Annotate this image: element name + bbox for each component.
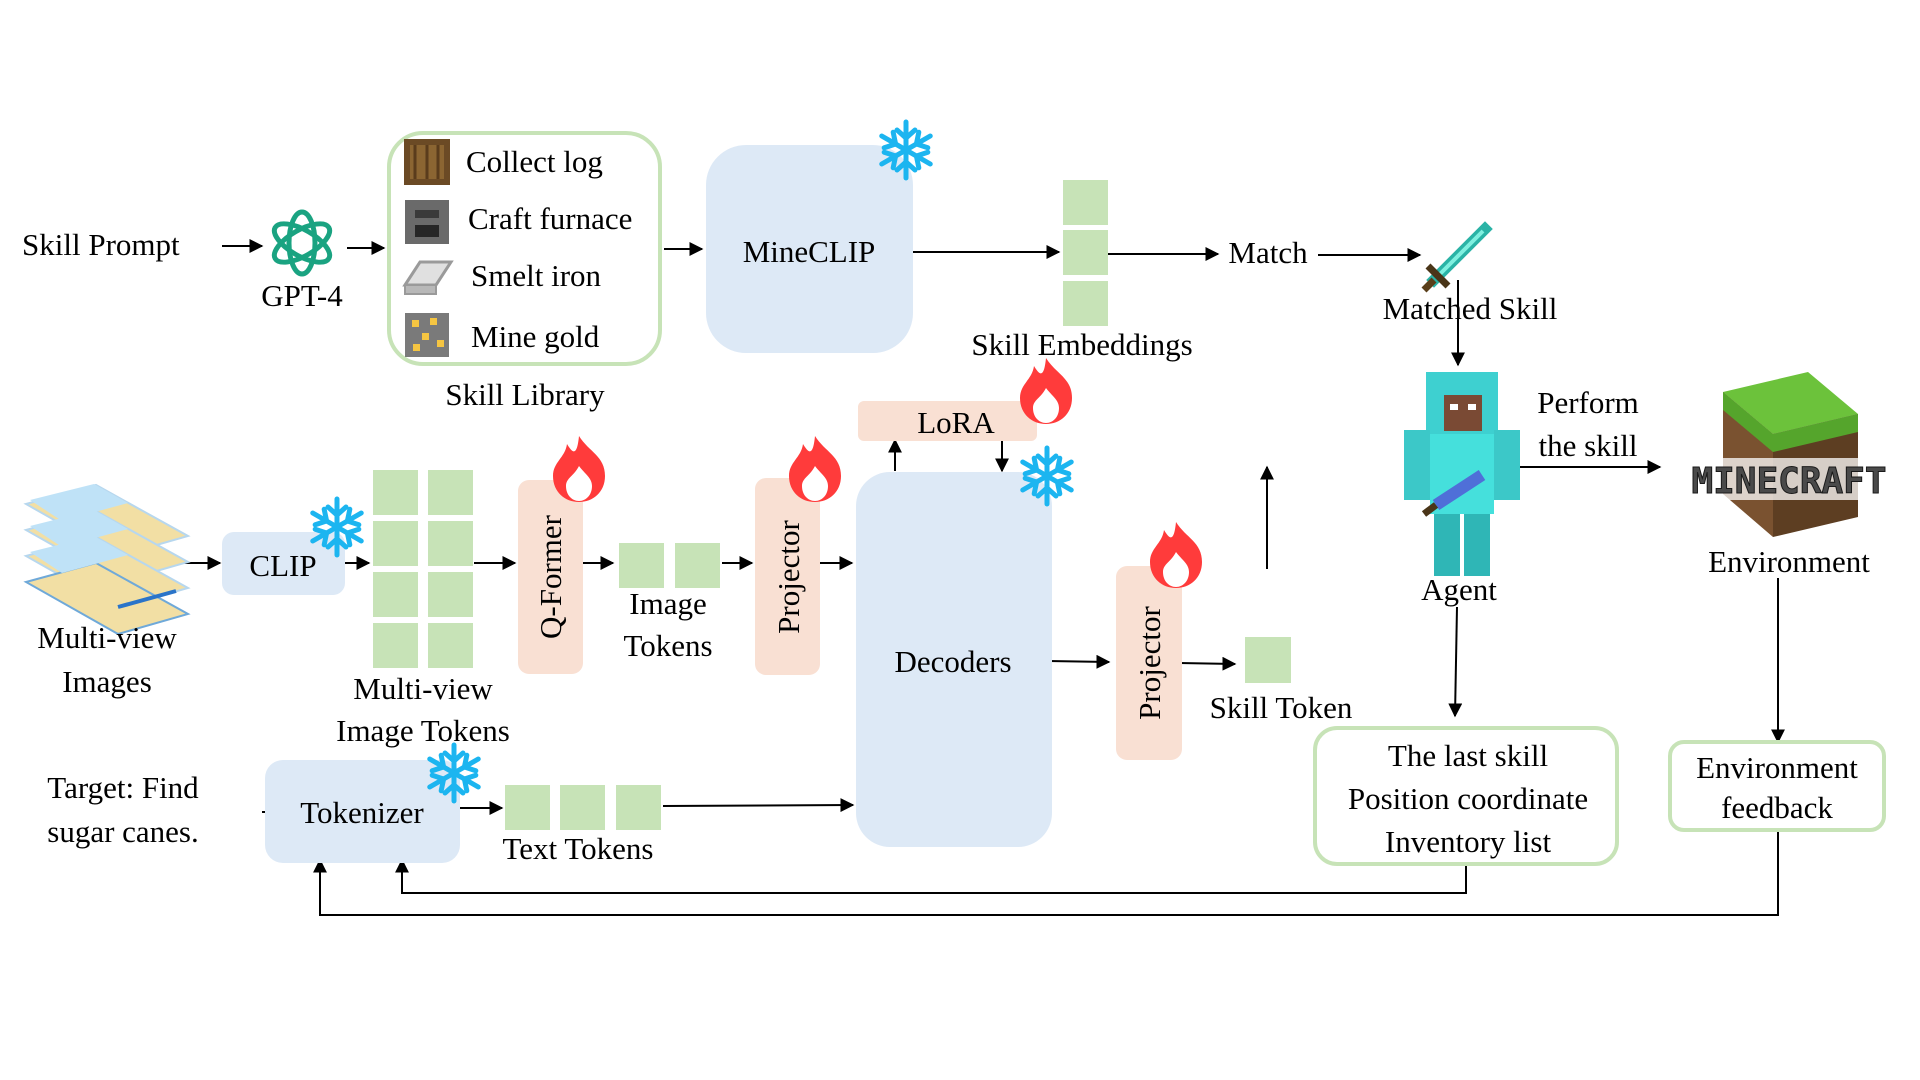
flame-icon (789, 436, 841, 502)
lora-label: LoRA (917, 405, 995, 440)
matched-skill-label: Matched Skill (1383, 291, 1558, 326)
connectors (183, 239, 1785, 916)
skill-token (1245, 637, 1291, 683)
perform-label: Perform (1537, 385, 1639, 420)
text-tokens-label: Text Tokens (503, 831, 654, 866)
environment-label: Environment (1708, 544, 1870, 579)
token-cell (373, 521, 418, 566)
token-cell (560, 785, 605, 830)
token-cell (505, 785, 550, 830)
state-line: Position coordinate (1348, 781, 1588, 816)
multi-view-images-label: Images (62, 664, 152, 699)
gpt4-label: GPT-4 (261, 278, 343, 313)
token-cell (428, 623, 473, 668)
state-line: The last skill (1388, 738, 1548, 773)
skill-embedding-tokens (1063, 180, 1108, 326)
multi-view-images-icon (23, 483, 191, 636)
target-label: Target: Find (47, 770, 199, 805)
text-tokens (505, 785, 661, 830)
agent-character-icon (1404, 372, 1520, 576)
token-cell (428, 572, 473, 617)
clip-module (222, 532, 345, 595)
token-cell (373, 623, 418, 668)
clip-label: CLIP (249, 548, 316, 583)
multi-view-image-tokens-label: Image Tokens (336, 713, 510, 748)
image-tokens (619, 543, 720, 588)
agent-label: Agent (1421, 572, 1497, 607)
qformer-label: Q-Former (533, 514, 568, 639)
projector-label: Projector (1132, 606, 1167, 720)
image-tokens-label: Tokens (623, 628, 712, 663)
projector-module (755, 478, 820, 675)
token-cell (619, 543, 664, 588)
decoders-module (856, 472, 1052, 847)
mineclip-label: MineCLIP (743, 234, 876, 269)
projector-module (1116, 566, 1182, 760)
target-label: sugar canes. (47, 814, 199, 849)
log-block-icon (404, 139, 450, 185)
skill-item: Smelt iron (471, 258, 602, 293)
skill-library-box (387, 131, 662, 366)
flame-icon (553, 436, 605, 502)
tokenizer-module (265, 760, 460, 863)
multi-view-images-label: Multi-view (37, 620, 177, 655)
token-cell (616, 785, 661, 830)
state-line: Inventory list (1385, 824, 1552, 859)
token-cell (1063, 230, 1108, 275)
token-cell (1063, 281, 1108, 326)
image-tokens-label: Image (629, 586, 706, 621)
minecraft-logo: MINECRAFT (1670, 372, 1908, 537)
match-label: Match (1228, 235, 1308, 270)
token-cell (373, 572, 418, 617)
skill-library-title: Skill Library (445, 377, 605, 412)
token-cell (675, 543, 720, 588)
multi-view-image-tokens (373, 470, 473, 668)
perform-label: the skill (1538, 428, 1637, 463)
decoders-label: Decoders (894, 644, 1011, 679)
feedback-line: Environment (1696, 750, 1858, 785)
feedback-line: feedback (1721, 790, 1833, 825)
skill-token-label: Skill Token (1210, 690, 1353, 725)
skill-prompt-label: Skill Prompt (22, 227, 180, 262)
mineclip-module (706, 145, 913, 353)
flame-icon (1150, 522, 1202, 588)
minecraft-logo-text: MINECRAFT (1691, 461, 1886, 502)
token-cell (373, 470, 418, 515)
token-cell (1063, 180, 1108, 225)
skill-item: Collect log (466, 144, 603, 179)
token-cell (428, 521, 473, 566)
agent-state-box (1313, 726, 1619, 866)
environment-feedback-box (1668, 740, 1886, 832)
skill-item: Craft furnace (468, 201, 632, 236)
projector-label: Projector (771, 520, 806, 634)
skill-embeddings-label: Skill Embeddings (971, 327, 1192, 362)
multi-view-image-tokens-label: Multi-view (353, 671, 493, 706)
furnace-block-icon (405, 200, 449, 244)
diamond-sword-icon (1421, 221, 1493, 293)
lora-module (858, 401, 1037, 441)
openai-logo-icon (271, 209, 333, 277)
tokenizer-label: Tokenizer (300, 795, 424, 830)
iron-ingot-icon (402, 260, 454, 295)
qformer-module (518, 480, 583, 674)
flame-icon (1020, 358, 1072, 424)
gold-ore-icon (405, 313, 449, 357)
skill-item: Mine gold (471, 319, 600, 354)
token-cell (428, 470, 473, 515)
